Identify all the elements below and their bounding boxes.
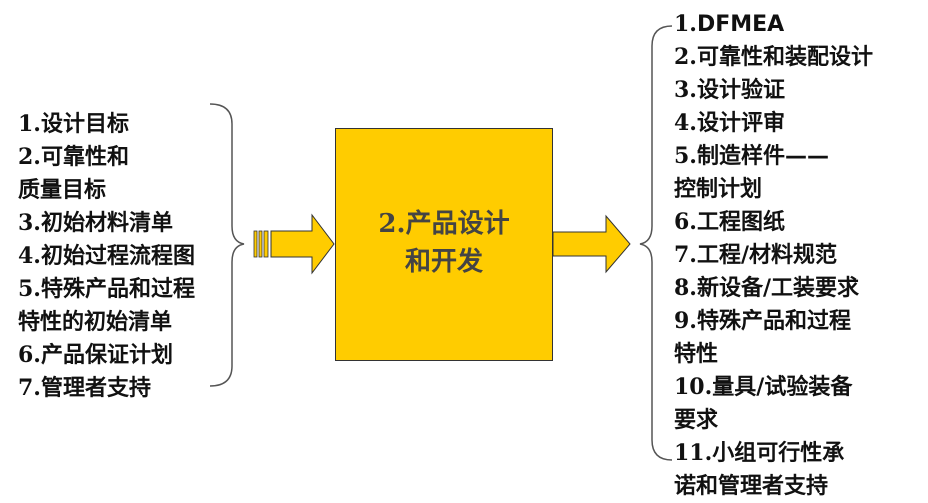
output-item: 8.新设备/工装要求 [674, 275, 860, 301]
input-item: 6.产品保证计划 [18, 342, 173, 368]
input-brace [209, 103, 245, 387]
input-item: 质量目标 [18, 178, 107, 203]
process-label-line1: 2.产品设计 [378, 209, 510, 239]
process-label: 2.产品设计 和开发 [335, 205, 553, 281]
output-item: 诺和管理者支持 [674, 474, 829, 499]
output-item: 4.设计评审 [674, 110, 785, 136]
output-item: 1.DFMEA [674, 11, 785, 37]
input-arrow [253, 213, 335, 275]
output-item: 控制计划 [674, 177, 763, 202]
input-item: 特性的初始清单 [18, 310, 173, 335]
output-brace [639, 25, 673, 461]
output-item: 2.可靠性和装配设计 [674, 44, 873, 70]
output-item: 5.制造样件—— [674, 143, 829, 169]
input-list: 1.设计目标 2.可靠性和 质量目标 3.初始材料清单 4.初始过程流程图 5.… [18, 108, 195, 405]
process-label-line2: 和开发 [404, 247, 483, 277]
input-item: 5.特殊产品和过程 [18, 276, 195, 302]
output-item: 11.小组可行性承 [674, 440, 845, 466]
input-item: 7.管理者支持 [18, 375, 151, 401]
input-item: 1.设计目标 [18, 111, 129, 137]
output-list: 1.DFMEA 2.可靠性和装配设计 3.设计验证 4.设计评审 5.制造样件—… [674, 8, 873, 503]
process-box [335, 128, 553, 361]
output-item: 9.特殊产品和过程 [674, 308, 851, 334]
input-item: 2.可靠性和 [18, 144, 129, 170]
output-item: 6.工程图纸 [674, 209, 785, 235]
output-item: 7.工程/材料规范 [674, 242, 838, 268]
input-item: 4.初始过程流程图 [18, 243, 195, 269]
output-item: 特性 [674, 342, 719, 367]
output-item: 要求 [674, 408, 719, 433]
input-item: 3.初始材料清单 [18, 210, 173, 236]
output-item: 10.量具/试验装备 [674, 374, 853, 400]
output-item: 3.设计验证 [674, 77, 785, 103]
output-arrow [552, 214, 631, 274]
